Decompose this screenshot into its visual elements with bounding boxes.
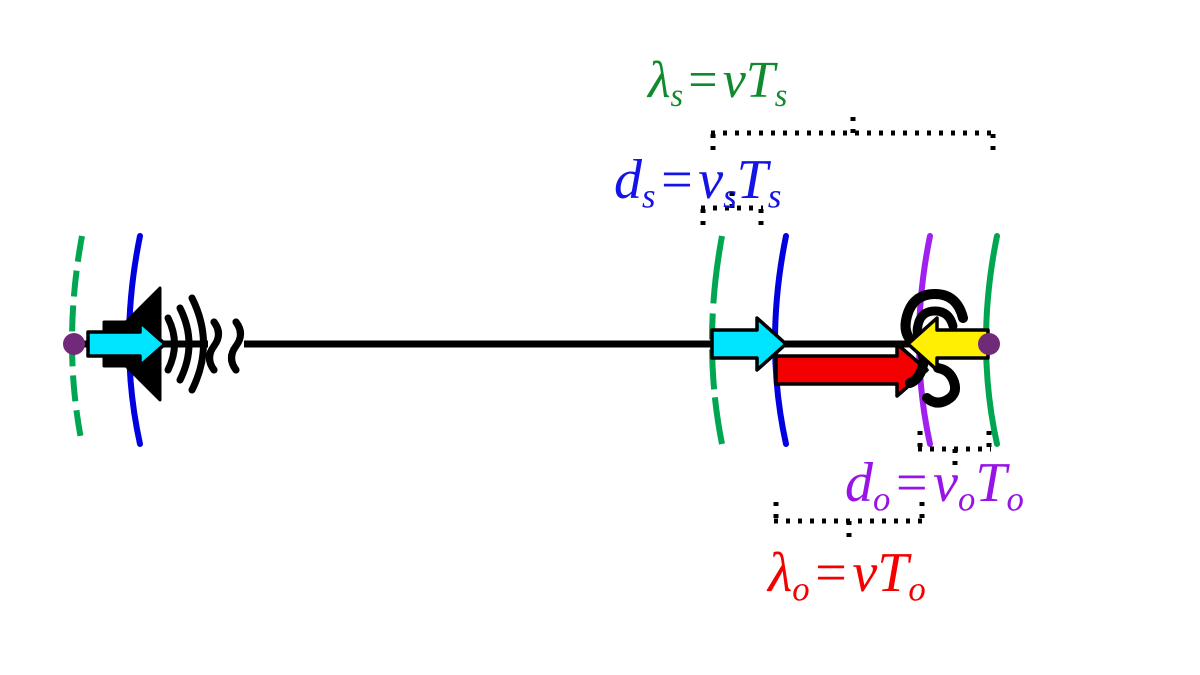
label-d-s-equals: =: [661, 149, 693, 211]
label-lambda-s-subscript: s: [670, 77, 684, 114]
source-point: [63, 333, 85, 355]
observer-velocity-arrow: [906, 316, 990, 372]
label-d-o-v-subscript: o: [958, 479, 976, 519]
label-d-o-v: v: [933, 452, 958, 514]
label-lambda-s: λs=vTs: [648, 52, 788, 114]
label-lambda-s-T-subscript: s: [774, 77, 788, 114]
label-lambda-s-T: T: [745, 52, 775, 109]
label-d-s: ds=vsTs: [614, 152, 781, 214]
label-lambda-o-T-subscript: o: [908, 569, 926, 609]
observer-point: [978, 333, 1000, 355]
source-velocity-arrow-left: [86, 320, 167, 368]
label-d-o-symbol: d: [845, 452, 873, 514]
label-d-s-symbol: d: [614, 149, 642, 211]
source-velocity-arrow-right: [710, 316, 788, 372]
label-lambda-o-equals: =: [815, 542, 847, 604]
brace-lambda-s: [710, 117, 996, 150]
axis-break-slash-2: [228, 318, 244, 374]
brace-lambda-o: [773, 502, 925, 538]
label-d-s-v-subscript: s: [723, 176, 737, 216]
label-lambda-s-symbol: λ: [648, 52, 671, 109]
label-lambda-s-v: v: [722, 52, 746, 109]
wavefront-arc-green-mid: [709, 235, 725, 445]
label-d-o: do=voTo: [845, 455, 1024, 517]
label-lambda-o-v: v: [852, 542, 878, 604]
brace-d-s: [700, 192, 764, 225]
label-d-s-v: v: [698, 149, 724, 211]
label-lambda-o-T: T: [877, 542, 909, 604]
label-d-o-T-subscript: o: [1006, 479, 1024, 519]
label-lambda-o-subscript: o: [792, 569, 810, 609]
brace-d-o: [917, 431, 992, 466]
label-d-o-subscript: o: [873, 479, 891, 519]
label-d-o-T: T: [975, 452, 1007, 514]
label-lambda-o-symbol: λ: [768, 542, 793, 604]
label-d-o-equals: =: [895, 452, 928, 514]
axis-break-slash-1: [206, 318, 222, 374]
observed-wavelength-arrow: [774, 342, 929, 398]
label-lambda-o: λo=vTo: [768, 545, 926, 607]
label-d-s-subscript: s: [642, 176, 656, 216]
label-d-s-T-subscript: s: [767, 176, 782, 216]
label-d-s-T: T: [736, 149, 768, 211]
label-lambda-s-equals: =: [688, 52, 718, 109]
